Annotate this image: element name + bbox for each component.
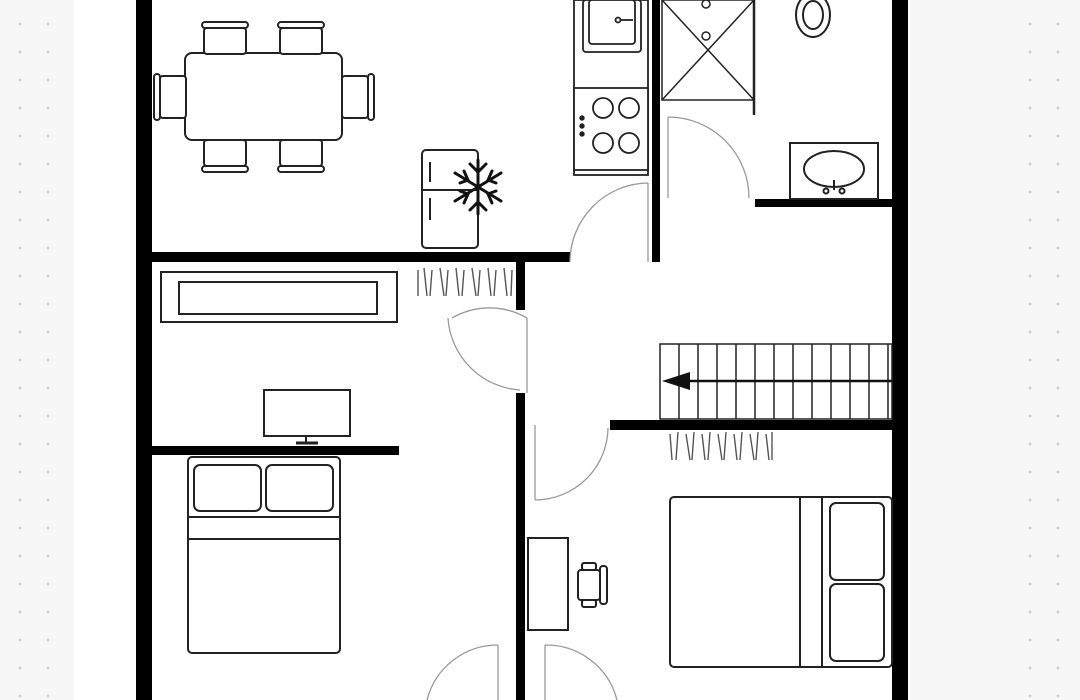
- background-dots-left: [0, 0, 72, 700]
- chair-back: [367, 73, 375, 121]
- wardrobe: [417, 267, 513, 297]
- background-dots-right: [1010, 0, 1080, 700]
- tv: [263, 389, 351, 445]
- doors: [426, 116, 750, 700]
- door: [426, 644, 499, 700]
- wall-tv-partition: [152, 446, 399, 455]
- door: [447, 307, 528, 393]
- door: [534, 425, 609, 501]
- toilet: [795, 0, 831, 38]
- stove: [573, 87, 649, 171]
- desk: [527, 537, 569, 631]
- wall-stair-bottom: [610, 420, 892, 430]
- chair-back: [153, 73, 161, 121]
- wall-living-right-lower: [516, 393, 525, 700]
- pillow: [193, 464, 262, 512]
- chair: [279, 139, 323, 167]
- direction-arrow-icon: [662, 372, 892, 390]
- dining-table-set: [153, 21, 375, 173]
- walls: [136, 0, 908, 700]
- wall-living-right-upper: [516, 262, 525, 310]
- wall-kitchen-bath: [652, 0, 660, 262]
- chair: [203, 27, 247, 55]
- chair: [341, 75, 369, 119]
- chair: [279, 27, 323, 55]
- pillow: [829, 502, 885, 581]
- double-bed: [669, 496, 893, 668]
- outer-wall-right: [892, 0, 908, 700]
- outer-wall-left: [136, 0, 152, 700]
- pillow: [829, 583, 885, 662]
- door: [544, 644, 618, 700]
- kitchen-counter: [573, 0, 649, 176]
- wardrobe: [669, 431, 773, 461]
- sofa: [160, 271, 398, 323]
- double-bed: [187, 456, 341, 654]
- chair: [159, 75, 187, 119]
- office-chair: [577, 562, 608, 608]
- door: [569, 182, 649, 263]
- chair-back: [277, 21, 325, 29]
- bathroom-sink: [789, 142, 879, 200]
- snowflake-icon: [453, 158, 503, 216]
- pillow: [265, 464, 334, 512]
- dining-table: [184, 52, 343, 141]
- chair: [203, 139, 247, 167]
- shower: [661, 0, 756, 115]
- wall-dining-bottom: [136, 252, 570, 262]
- chair-back: [201, 21, 249, 29]
- door: [667, 116, 750, 199]
- chair-back: [201, 165, 249, 173]
- wall-bath-bottom: [755, 199, 895, 207]
- chair-back: [277, 165, 325, 173]
